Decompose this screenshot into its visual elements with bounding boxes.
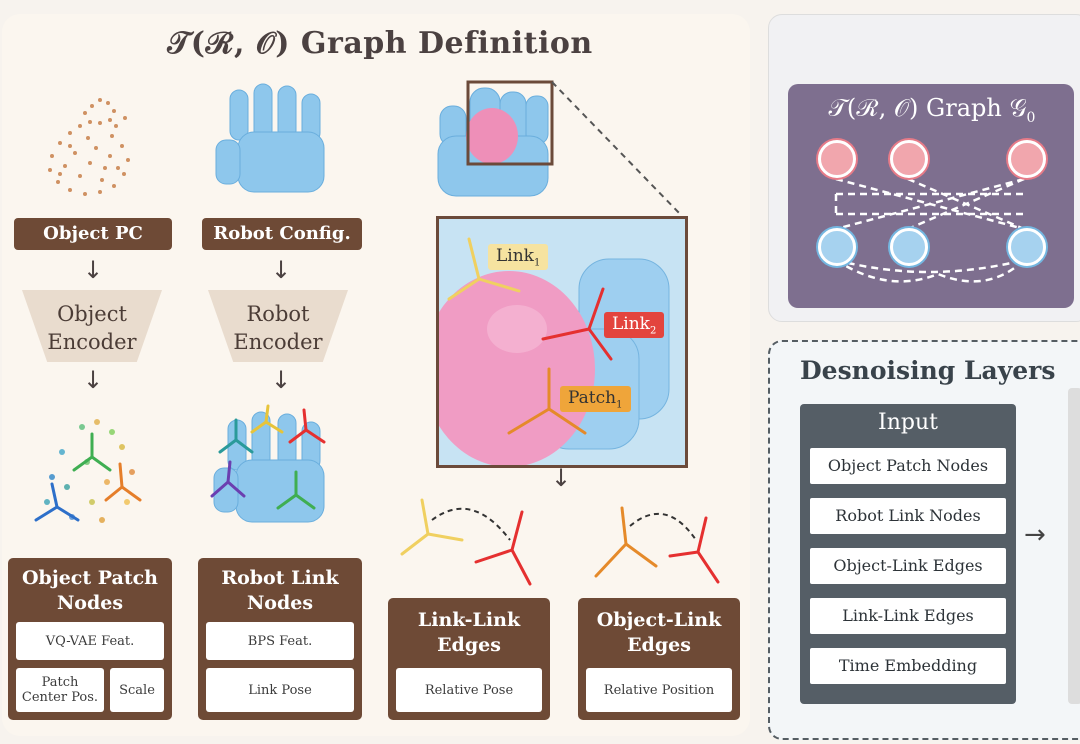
graph-title: 𝒯(ℛ, 𝒪) Graph 𝒢0	[828, 94, 1036, 126]
link-pose-cell: Link Pose	[206, 668, 354, 712]
relative-pose-cell: Relative Pose	[396, 668, 542, 712]
input-robot-link-nodes: Robot Link Nodes	[810, 498, 1006, 534]
input-link-link-edges: Link-Link Edges	[810, 598, 1006, 634]
vq-vae-feat-cell: VQ-VAE Feat.	[16, 622, 164, 660]
object-pc-tag: Object PC	[14, 218, 172, 250]
arrow-right-icon: →	[1024, 520, 1046, 550]
object-point-cloud-image	[48, 98, 130, 196]
arrow-down-icon: ↓	[82, 366, 104, 394]
hand-object-thumbnail	[437, 80, 683, 217]
robot-hand-image	[215, 83, 325, 193]
scale-cell: Scale	[110, 668, 164, 712]
patch1-label: Patch1	[560, 386, 631, 413]
arrow-down-icon: ↓	[270, 256, 292, 284]
object-link-frames-image	[594, 506, 720, 584]
arrow-down-icon: ↓	[82, 256, 104, 284]
input-title: Input	[878, 410, 938, 435]
link1-label: Link1	[488, 244, 549, 271]
input-object-link-edges: Object-Link Edges	[810, 548, 1006, 584]
relative-position-cell: Relative Position	[586, 668, 732, 712]
page-title: 𝒯(ℛ, 𝒪) Graph Definition	[167, 26, 593, 61]
object-node-3	[1008, 140, 1046, 178]
bps-feat-cell: BPS Feat.	[206, 622, 354, 660]
arrow-down-icon: ↓	[270, 366, 292, 394]
next-layer-block	[1068, 388, 1080, 704]
arrow-down-icon: ↓	[550, 464, 572, 492]
denoising-title: Desnoising Layers	[800, 356, 1056, 385]
link-node-3	[1008, 228, 1046, 266]
zoomed-contact-view	[436, 216, 688, 468]
zoomed-contact-image	[439, 237, 670, 465]
link-node-2	[890, 228, 928, 266]
robot-links-image	[210, 404, 326, 523]
object-patches-image	[34, 419, 142, 523]
input-object-patch-nodes: Object Patch Nodes	[810, 448, 1006, 484]
link-link-frames-image	[400, 498, 532, 586]
link-node-1	[818, 228, 856, 266]
object-node-1	[818, 140, 856, 178]
graph-edges	[834, 177, 1025, 283]
object-node-2	[890, 140, 928, 178]
link2-label: Link2	[604, 312, 665, 339]
robot-config-tag: Robot Config.	[202, 218, 362, 250]
input-time-embedding: Time Embedding	[810, 648, 1006, 684]
